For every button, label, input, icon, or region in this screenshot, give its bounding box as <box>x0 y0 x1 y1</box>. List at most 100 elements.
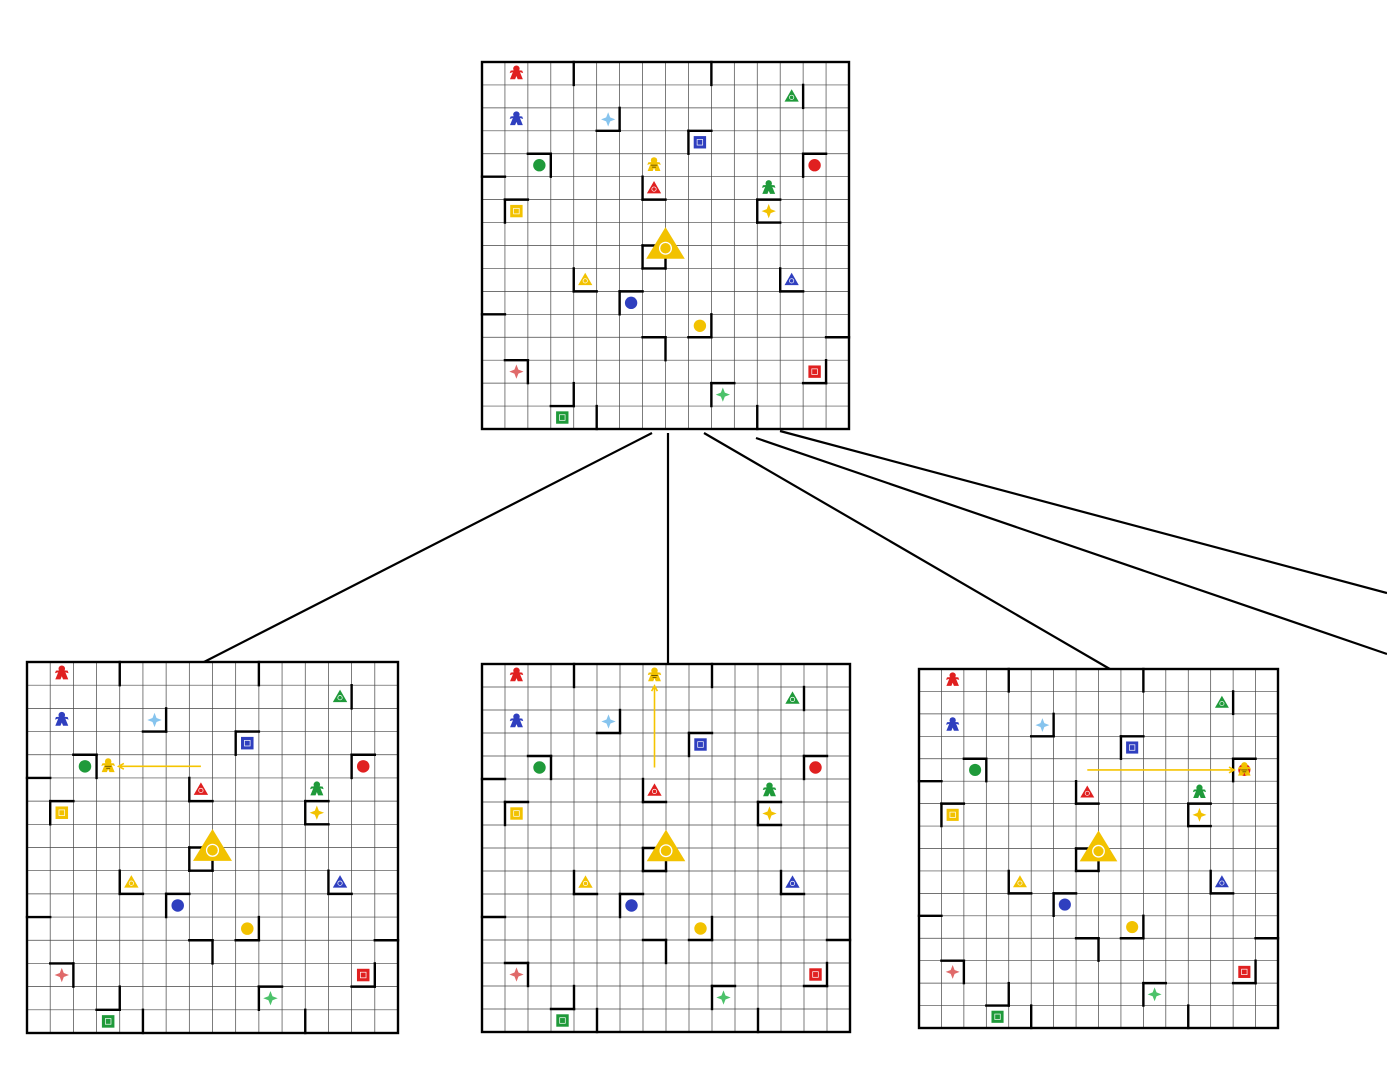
tree-edges <box>201 429 1387 673</box>
#f2c200-robot-icon[interactable] <box>647 667 662 682</box>
#1f9a3a-robot-icon[interactable] <box>310 781 324 796</box>
green-circle-target-icon <box>969 763 982 777</box>
blue-circle-target-icon <box>624 296 638 310</box>
yellow-star-target-icon <box>761 203 776 219</box>
blue-triangle-target-icon <box>784 272 799 286</box>
yellow-circle-target-icon <box>694 922 707 935</box>
yellow-square-target-icon <box>510 807 523 820</box>
board-frame <box>480 662 852 1034</box>
green-triangle-target-icon <box>785 691 800 704</box>
green-triangle-target-icon <box>332 689 348 703</box>
board-child-2 <box>480 662 852 1034</box>
red-circle-target-icon <box>808 159 821 172</box>
light_red-star-target-icon <box>509 967 524 982</box>
green-circle-target-icon <box>533 159 546 172</box>
#e02020-robot-icon[interactable] <box>54 665 69 680</box>
red-circle-target-icon <box>809 761 822 774</box>
#e02020-robot-icon[interactable] <box>946 672 960 686</box>
board-child-3 <box>917 667 1280 1030</box>
light_blue-star-target-icon <box>601 714 616 729</box>
#1f9a3a-robot-icon[interactable] <box>761 180 776 194</box>
blue-circle-target-icon <box>625 899 638 912</box>
yellow-triangle-target-icon <box>578 875 593 888</box>
red-triangle-target-icon <box>1080 785 1095 798</box>
active-target-yellow-triangle-icon <box>646 829 686 862</box>
blue-square-target-icon <box>693 136 707 149</box>
blue-square-target-icon <box>1126 741 1139 754</box>
#2f3fbf-robot-icon[interactable] <box>509 111 524 126</box>
#f2c200-robot-icon[interactable] <box>101 758 115 773</box>
green-triangle-target-icon <box>784 89 799 102</box>
yellow-square-target-icon <box>55 806 69 819</box>
active-target-yellow-triangle-icon <box>646 227 685 259</box>
blue-circle-target-icon <box>1058 898 1071 911</box>
red-square-target-icon <box>356 968 370 982</box>
light_red-star-target-icon <box>509 364 524 379</box>
light_red-star-target-icon <box>54 967 69 983</box>
blue-triangle-target-icon <box>332 875 348 888</box>
green-square-target-icon <box>556 411 569 424</box>
tree-edge-1 <box>201 432 653 664</box>
green-triangle-target-icon <box>1214 695 1229 708</box>
green-square-target-icon <box>991 1010 1004 1023</box>
board-frame <box>25 660 400 1035</box>
yellow-star-target-icon <box>309 805 325 820</box>
yellow-star-target-icon <box>1192 807 1207 822</box>
#2f3fbf-robot-icon[interactable] <box>509 713 524 728</box>
yellow-triangle-target-icon <box>1013 875 1027 888</box>
#e02020-robot-icon[interactable] <box>509 667 524 682</box>
tree-edge-5 <box>779 429 1387 595</box>
light_blue-star-target-icon <box>147 712 162 728</box>
yellow-square-target-icon <box>946 808 959 821</box>
light_green-star-target-icon <box>716 990 731 1005</box>
#e02020-robot-icon[interactable] <box>509 65 524 80</box>
tree-edge-3 <box>703 432 1116 673</box>
light_green-star-target-icon <box>1147 987 1162 1002</box>
light_green-star-target-icon <box>715 387 730 402</box>
yellow-triangle-target-icon <box>578 272 593 286</box>
red-square-target-icon <box>808 365 821 378</box>
move-arrow-left <box>116 762 201 770</box>
light_blue-star-target-icon <box>1035 718 1050 733</box>
move-arrow-right <box>1087 766 1236 774</box>
red-triangle-target-icon <box>646 181 662 194</box>
yellow-triangle-target-icon <box>124 875 139 888</box>
blue-triangle-target-icon <box>1214 875 1229 888</box>
green-circle-target-icon <box>533 761 546 774</box>
red-square-target-icon <box>1238 965 1251 978</box>
board-child-1 <box>25 660 400 1035</box>
#2f3fbf-robot-icon[interactable] <box>946 717 960 731</box>
#f2c200-robot-icon[interactable] <box>647 157 661 171</box>
blue-circle-target-icon <box>171 899 184 912</box>
boards-layer <box>25 60 1280 1035</box>
#f2c200-robot-icon[interactable] <box>1237 762 1251 776</box>
board-frame <box>917 667 1280 1030</box>
red-circle-target-icon <box>356 760 370 773</box>
#1f9a3a-robot-icon[interactable] <box>762 782 777 797</box>
yellow-circle-target-icon <box>241 922 254 935</box>
yellow-square-target-icon <box>510 204 523 218</box>
board-root <box>480 60 851 431</box>
blue-triangle-target-icon <box>785 875 800 888</box>
light_blue-star-target-icon <box>601 112 616 127</box>
green-square-target-icon <box>101 1015 115 1028</box>
green-circle-target-icon <box>78 760 92 773</box>
yellow-circle-target-icon <box>1126 920 1139 934</box>
active-target-yellow-triangle-icon <box>193 828 232 861</box>
board-frame <box>480 60 851 431</box>
active-target-yellow-triangle-icon <box>1079 830 1118 862</box>
#1f9a3a-robot-icon[interactable] <box>1192 784 1207 799</box>
light_green-star-target-icon <box>263 991 278 1006</box>
tree-edge-4 <box>755 436 1387 656</box>
blue-square-target-icon <box>694 738 707 751</box>
move-arrow-up <box>650 684 659 768</box>
walls <box>480 60 851 431</box>
red-triangle-target-icon <box>193 782 209 795</box>
#2f3fbf-robot-icon[interactable] <box>54 711 69 726</box>
yellow-star-target-icon <box>762 806 777 821</box>
yellow-circle-target-icon <box>693 319 707 332</box>
walls <box>480 662 852 1034</box>
red-square-target-icon <box>809 968 822 981</box>
red-triangle-target-icon <box>647 783 662 796</box>
